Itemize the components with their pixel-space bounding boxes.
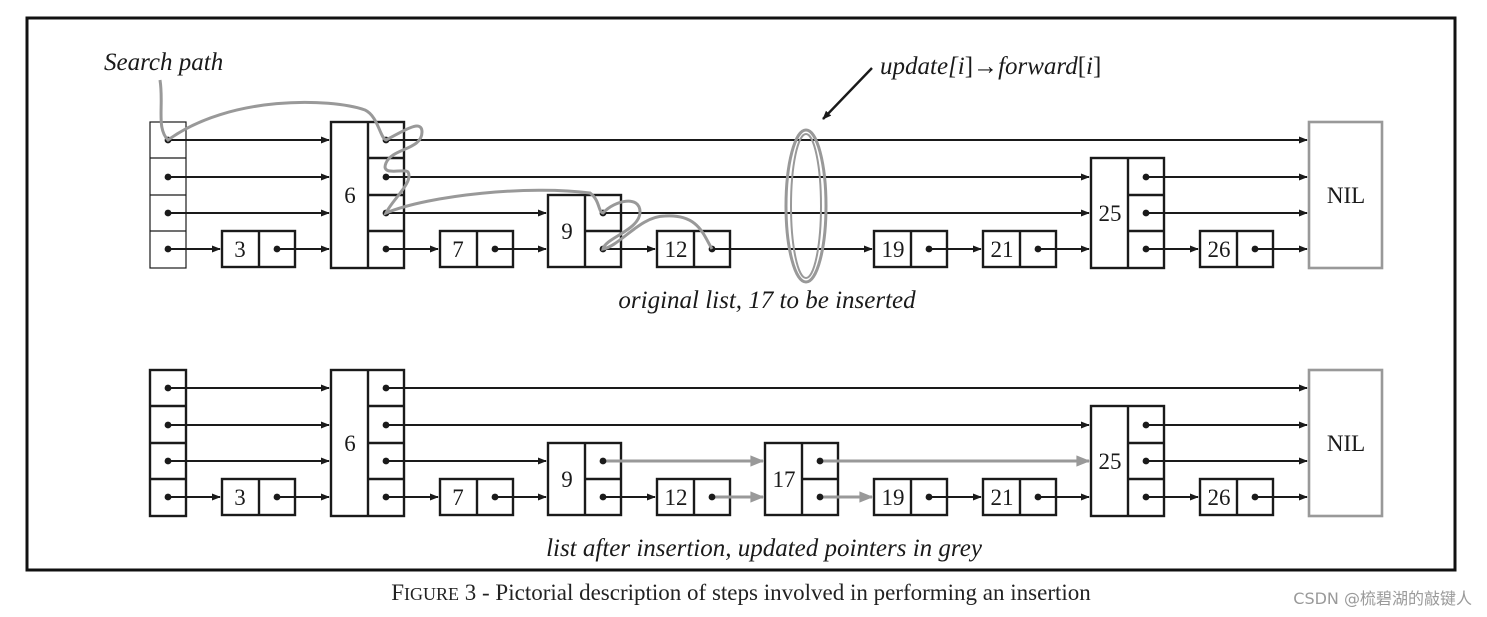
- top-diagram: 3 6 7 9 12: [104, 49, 1384, 314]
- update-forward-label: update[i]→forward[i]: [880, 53, 1101, 80]
- bottom-diagram: 3 6 7 9 12: [148, 368, 1384, 562]
- figure-caption: FIGURE 3 - Pictorial description of step…: [391, 580, 1091, 605]
- top-node-7-key: 7: [452, 237, 464, 262]
- bottom-node-26-key: 26: [1208, 485, 1231, 510]
- bottom-pointer-dots: [164, 384, 1259, 501]
- top-pointer-arrows: [168, 136, 1308, 253]
- bottom-node-17-key: 17: [773, 467, 796, 492]
- top-node-19-key: 19: [882, 237, 905, 262]
- top-node-9: 9: [546, 193, 623, 269]
- update-arrow: [822, 67, 873, 120]
- bottom-node-25-key: 25: [1099, 449, 1122, 474]
- top-node-21-key: 21: [991, 237, 1014, 262]
- bottom-node-17: 17: [763, 441, 840, 517]
- top-node-26-key: 26: [1208, 237, 1231, 262]
- bottom-caption: list after insertion, updated pointers i…: [546, 535, 983, 562]
- bottom-nil-label: NIL: [1327, 431, 1365, 456]
- bottom-node-9: 9: [546, 441, 623, 517]
- top-nil-node: NIL: [1307, 120, 1384, 270]
- bottom-node-12-key: 12: [665, 485, 688, 510]
- top-header-node: [149, 121, 187, 269]
- bottom-node-6: 6: [329, 368, 406, 518]
- bottom-node-25: 25: [1089, 404, 1166, 518]
- bottom-nil-node: NIL: [1307, 368, 1384, 518]
- top-node-9-key: 9: [561, 219, 573, 244]
- bottom-node-9-key: 9: [561, 467, 573, 492]
- top-node-25-key: 25: [1099, 201, 1122, 226]
- bottom-node-21-key: 21: [991, 485, 1014, 510]
- search-path-curve: [158, 79, 714, 251]
- updated-pointers-grey: [603, 455, 1091, 503]
- bottom-header-node: [148, 368, 188, 518]
- bottom-node-19-key: 19: [882, 485, 905, 510]
- top-node-3-key: 3: [234, 237, 246, 262]
- update-forward-ellipse: [784, 128, 828, 284]
- figure-frame: [25, 16, 1457, 572]
- bottom-node-6-key: 6: [344, 431, 356, 456]
- top-node-12-key: 12: [665, 237, 688, 262]
- top-pointer-dots: [164, 136, 1259, 253]
- bottom-node-3-key: 3: [234, 485, 246, 510]
- bottom-node-19: 19: [872, 477, 949, 517]
- bottom-node-7-key: 7: [452, 485, 464, 510]
- top-node-6-key: 6: [344, 183, 356, 208]
- top-node-6: 6: [329, 120, 406, 270]
- bottom-pointer-arrows: [168, 384, 1308, 501]
- top-caption: original list, 17 to be inserted: [618, 287, 916, 314]
- bottom-node-12: 12: [655, 477, 732, 517]
- watermark: CSDN @梳碧湖的敲键人: [1293, 589, 1472, 608]
- top-nil-label: NIL: [1327, 183, 1365, 208]
- search-path-label: Search path: [104, 49, 223, 76]
